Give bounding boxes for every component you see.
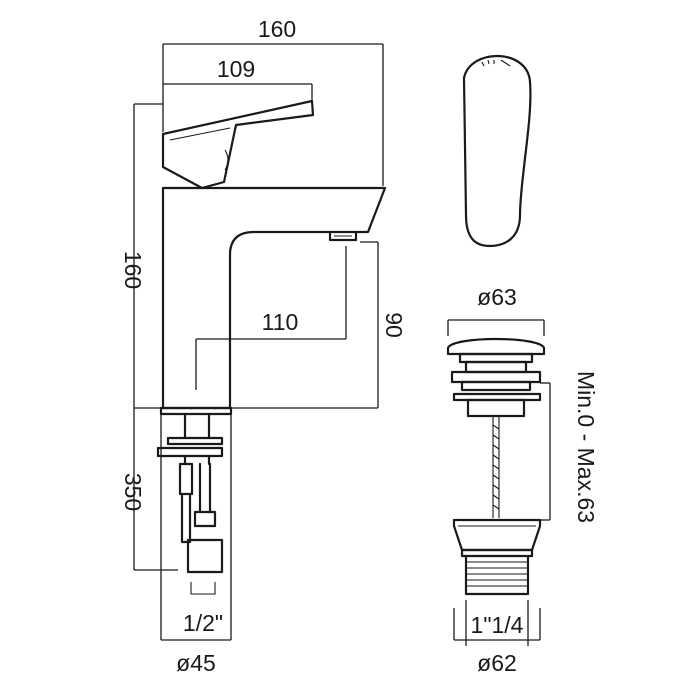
hose-length-label: 350 bbox=[120, 473, 146, 511]
waste-range-label: Min.0 - Max.63 bbox=[573, 371, 599, 523]
waste-thread bbox=[464, 554, 530, 596]
handle-top-view bbox=[462, 54, 532, 248]
thread-lines bbox=[466, 561, 528, 587]
waste-collar bbox=[458, 352, 534, 364]
fixing-rod bbox=[180, 492, 192, 544]
waste-thread-label: 1"1/4 bbox=[471, 612, 524, 638]
spout-reach-label: 110 bbox=[262, 309, 299, 335]
spring-coil bbox=[492, 424, 500, 510]
waste-nut bbox=[452, 518, 542, 552]
waste-base-diameter-label: ø62 bbox=[477, 650, 517, 676]
tap-height-label: 160 bbox=[120, 251, 146, 289]
waste-insert bbox=[464, 360, 528, 374]
tap-body-outline bbox=[161, 186, 387, 410]
hot-cold-indicator-icon bbox=[481, 59, 511, 67]
waste-dimension-lines bbox=[447, 319, 551, 646]
waste-flange bbox=[450, 370, 542, 384]
flexible-hose bbox=[198, 462, 212, 514]
tap-width-label: 160 bbox=[258, 16, 296, 42]
hose-fitting bbox=[186, 538, 224, 574]
spout-aerator bbox=[328, 230, 358, 242]
waste-cap-diameter-label: ø63 bbox=[477, 284, 517, 310]
waste-seal bbox=[460, 380, 532, 392]
tap-fittings bbox=[156, 412, 224, 595]
lever-detail bbox=[169, 127, 231, 141]
waste-shoulder bbox=[460, 548, 534, 558]
waste-spring-rod bbox=[492, 416, 500, 518]
base-diameter-label: ø45 bbox=[176, 650, 216, 676]
handle-top-outline bbox=[462, 54, 532, 248]
lever-reach-label: 109 bbox=[217, 56, 255, 82]
lever-pivot bbox=[224, 149, 229, 171]
thread-bracket bbox=[190, 582, 216, 595]
tap-side-view bbox=[159, 99, 387, 416]
waste-body bbox=[466, 398, 526, 418]
fixing-plate bbox=[156, 446, 224, 458]
fixing-nut bbox=[178, 462, 194, 496]
waste-cap bbox=[446, 337, 546, 356]
tap-base-plate bbox=[159, 406, 233, 416]
hose-connector bbox=[193, 510, 217, 528]
basin-waste bbox=[446, 337, 546, 596]
spout-height-label: 90 bbox=[381, 312, 407, 338]
tap-dimension-lines bbox=[133, 43, 384, 641]
hose-thread-label: 1/2" bbox=[183, 610, 223, 636]
lever-handle bbox=[161, 99, 315, 190]
fixing-washer bbox=[166, 436, 224, 446]
